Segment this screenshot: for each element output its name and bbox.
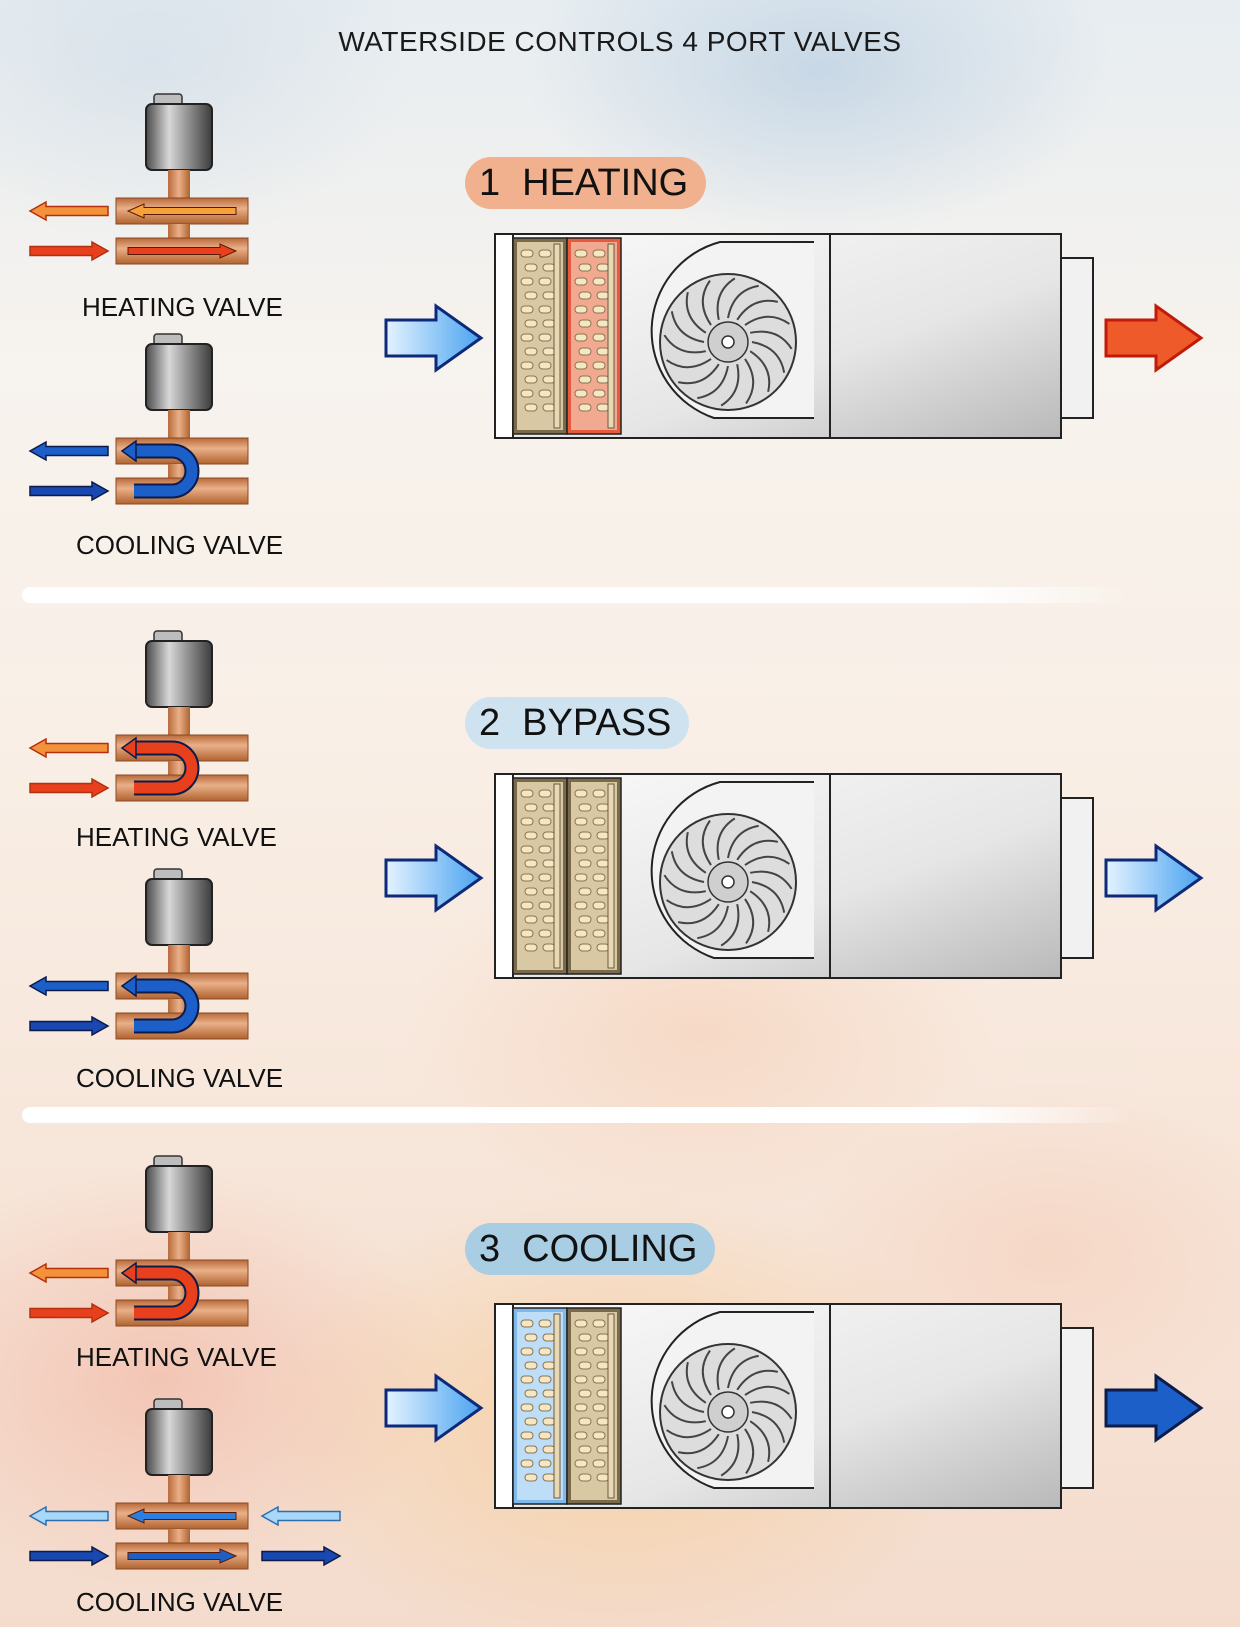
mode-number: 2	[479, 701, 501, 744]
mode-pill: 2 BYPASS	[465, 697, 690, 749]
cooling-valve-diagram	[28, 868, 249, 1040]
supply-arrow-icon	[29, 1302, 110, 1324]
coil-neutral	[566, 1307, 622, 1505]
bypass-loop	[134, 445, 198, 497]
heating-valve-diagram	[28, 630, 249, 802]
mode-name: BYPASS	[522, 701, 672, 744]
return-arrow-icon	[28, 737, 109, 759]
actuator-body	[145, 103, 213, 171]
actuator-body	[145, 1408, 213, 1476]
section-divider	[22, 587, 1132, 603]
cooling-valve-diagram	[28, 1398, 342, 1570]
blower-fan-icon	[650, 781, 814, 959]
section-heating: HEATING VALVE COOLING VALVE 1 HEATING	[0, 0, 1240, 560]
filter-frame	[494, 1303, 514, 1509]
valve-neck	[168, 1529, 190, 1543]
internal-flow-lower	[127, 1548, 238, 1564]
blower-fan-icon	[650, 241, 814, 419]
filter-frame	[494, 233, 514, 439]
filter-frame	[494, 773, 514, 979]
mode-pill: 1 HEATING	[465, 157, 707, 209]
air-handling-unit	[384, 233, 1204, 439]
bypass-loop	[134, 742, 198, 794]
page-title: WATERSIDE CONTROLS 4 PORT VALVES	[338, 26, 902, 57]
section-cooling: HEATING VALVE COOLING VALVE 3 COOLING	[0, 1060, 1240, 1617]
inlet-air-arrow-icon	[384, 843, 484, 913]
outlet-air-arrow-icon	[1104, 303, 1204, 373]
mode-pill: 3 COOLING	[465, 1223, 716, 1275]
return-arrow-icon	[28, 440, 109, 462]
heating-valve-label: HEATING VALVE	[76, 1342, 277, 1372]
cooling-valve-label: COOLING VALVE	[76, 530, 284, 560]
valve-stem	[168, 410, 190, 440]
heating-valve-diagram	[28, 93, 249, 265]
section-divider	[22, 1107, 1132, 1123]
section-bypass: HEATING VALVE COOLING VALVE 2 BYPASS	[0, 535, 1240, 1093]
cooling-valve-label: COOLING VALVE	[76, 1063, 284, 1093]
outlet-air-arrow-icon	[1104, 843, 1204, 913]
valve-stem	[168, 1475, 190, 1505]
cooling-valve-label: COOLING VALVE	[76, 1587, 284, 1617]
return-arrow-icon	[28, 200, 109, 222]
bypass-arrowhead	[120, 439, 137, 463]
mode-number: 1	[479, 161, 501, 204]
inlet-air-arrow-icon	[384, 1373, 484, 1443]
inlet-air-arrow-icon	[384, 303, 484, 373]
internal-flow-upper	[126, 203, 237, 219]
actuator-body	[145, 1165, 213, 1233]
valve-stem	[168, 1232, 190, 1262]
mode-name: COOLING	[522, 1227, 698, 1270]
bypass-arrowhead	[120, 736, 137, 760]
heating-valve-label: HEATING VALVE	[76, 822, 277, 852]
valve-stem	[168, 707, 190, 737]
mode-number: 3	[479, 1227, 501, 1270]
heating-valve-diagram	[28, 1155, 249, 1327]
blower-fan-icon	[650, 1311, 814, 1489]
heating-valve-label: HEATING VALVE	[82, 292, 283, 322]
supply-arrow-icon	[29, 1015, 110, 1037]
air-handling-unit	[384, 1303, 1204, 1509]
actuator-body	[145, 640, 213, 708]
outlet-duct	[1060, 1327, 1094, 1489]
return-arrow-icon	[260, 1505, 341, 1527]
internal-flow-lower	[127, 243, 238, 259]
valve-stem	[168, 170, 190, 200]
mode-name: HEATING	[522, 161, 689, 204]
coil-neutral	[566, 777, 622, 975]
bypass-arrowhead	[120, 1261, 137, 1285]
air-handling-unit	[384, 773, 1204, 979]
supply-arrow-icon	[29, 480, 110, 502]
supply-arrow-icon	[29, 240, 110, 262]
return-arrow-icon	[28, 975, 109, 997]
bypass-arrowhead	[120, 974, 137, 998]
outlet-duct	[1060, 257, 1094, 419]
bypass-loop	[134, 1267, 198, 1319]
return-arrow-icon	[28, 1262, 109, 1284]
coil-cold	[512, 1307, 568, 1505]
actuator-body	[145, 343, 213, 411]
outlet-air-arrow-icon	[1104, 1373, 1204, 1443]
cooling-valve-diagram	[28, 333, 249, 505]
valve-stem	[168, 945, 190, 975]
coil-neutral	[512, 237, 568, 435]
valve-neck	[168, 224, 190, 238]
supply-arrow-icon	[261, 1545, 342, 1567]
coil-neutral	[512, 777, 568, 975]
actuator-body	[145, 878, 213, 946]
supply-arrow-icon	[29, 777, 110, 799]
internal-flow-upper	[126, 1508, 237, 1524]
bypass-loop	[134, 980, 198, 1032]
coil-hot	[566, 237, 622, 435]
return-arrow-icon	[28, 1505, 109, 1527]
outlet-duct	[1060, 797, 1094, 959]
supply-arrow-icon	[29, 1545, 110, 1567]
